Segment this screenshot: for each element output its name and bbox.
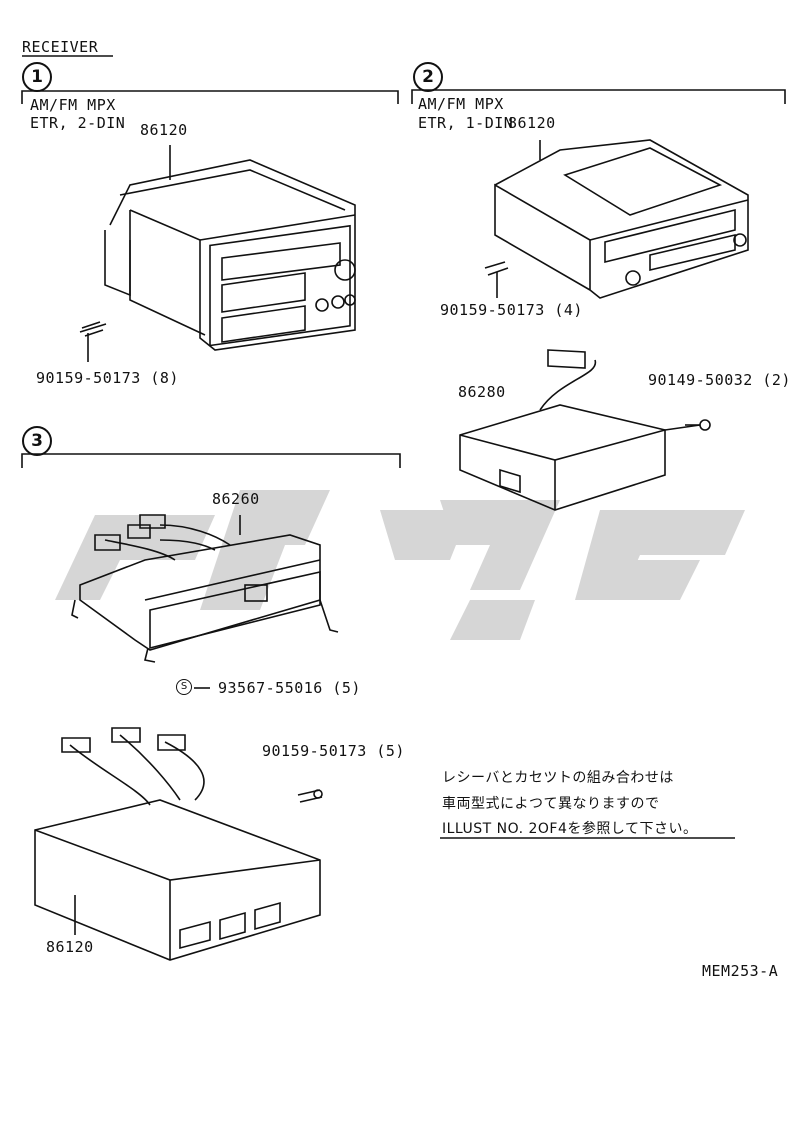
screw-p3-label: 93567-55016 (5) <box>218 679 361 697</box>
receiver-86260-drawing <box>71 514 339 663</box>
receiver-2din-drawing <box>104 145 356 351</box>
figure-code: MEM253-A <box>702 962 779 980</box>
screw-p2-amp-label: 90149-50032 (2) <box>648 371 791 389</box>
group-number-1: 1 <box>22 62 52 92</box>
screw-p2-label: 90159-50173 (4) <box>440 301 583 319</box>
screw-p4 <box>297 789 323 803</box>
group2-bracket <box>411 89 786 104</box>
screw-p1 <box>79 321 107 362</box>
screw-p2 <box>484 261 509 298</box>
screw-p4-label: 90159-50173 (5) <box>262 742 405 760</box>
note-line1: レシーバとカセツトの組み合わせは <box>442 770 674 786</box>
group-number-3: 3 <box>22 426 52 456</box>
receiver-86120-lower-drawing <box>34 727 321 961</box>
amplifier-86280-drawing <box>459 349 701 511</box>
group2-line2: ETR, 1-DIN <box>418 114 514 132</box>
group1-bracket <box>21 90 399 104</box>
screw-p2-amp <box>685 419 711 431</box>
group-number-2: 2 <box>413 62 443 92</box>
screw-marker-s: S <box>176 679 192 695</box>
group1-line1: AM/FM MPX <box>30 96 116 114</box>
screw-p1-label: 90159-50173 (8) <box>36 369 179 387</box>
page-title: RECEIVER <box>22 38 99 56</box>
group3-bracket <box>21 453 401 468</box>
group1-line2: ETR, 2-DIN <box>30 114 126 132</box>
group2-line1: AM/FM MPX <box>418 95 504 113</box>
receiver-1din-drawing <box>494 139 749 299</box>
part-86120-1din-label: 86120 <box>140 121 188 139</box>
part-86120-2-label: 86120 <box>508 114 556 132</box>
part-86260-label: 86260 <box>212 490 260 508</box>
note-line3: ILLUST NO. 2OF4を参照して下さい。 <box>442 821 698 837</box>
part-86280-label: 86280 <box>458 383 506 401</box>
note-line2: 車両型式によつて異なりますので <box>442 796 660 812</box>
part-86120-lower-label: 86120 <box>46 938 94 956</box>
